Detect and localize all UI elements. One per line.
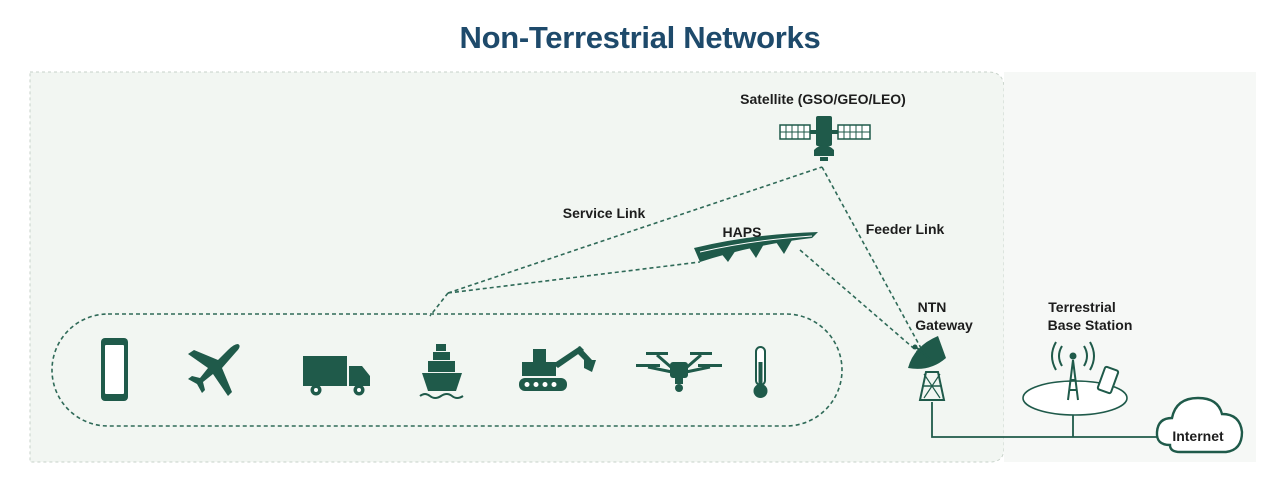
smartphone-icon bbox=[101, 338, 128, 401]
cloud-icon bbox=[1155, 396, 1244, 454]
haps-icon bbox=[694, 232, 818, 262]
feeder-link-label: Feeder Link bbox=[866, 221, 945, 237]
terrestrial-label-line2: Base Station bbox=[1048, 317, 1133, 333]
service-link-line bbox=[447, 166, 823, 294]
ntn-gateway-label-line1: NTN bbox=[918, 299, 947, 315]
service-link-label: Service Link bbox=[563, 205, 646, 221]
satellite-icon bbox=[779, 116, 871, 161]
ship-icon bbox=[419, 344, 464, 399]
haps-label: HAPS bbox=[723, 224, 762, 240]
airplane-icon bbox=[188, 344, 240, 396]
page-title: Non-Terrestrial Networks bbox=[459, 20, 821, 55]
excavator-icon bbox=[519, 346, 596, 391]
terrestrial-label-line1: Terrestrial bbox=[1048, 299, 1115, 315]
satellite-label: Satellite (GSO/GEO/LEO) bbox=[740, 91, 906, 107]
thermometer-icon bbox=[753, 346, 768, 398]
device-link-stem bbox=[429, 292, 449, 317]
truck-icon bbox=[303, 356, 370, 396]
drone-icon bbox=[636, 352, 722, 392]
base-station-icon bbox=[1022, 341, 1128, 416]
gateway-internet-line bbox=[931, 402, 1168, 438]
haps-gateway-link-line bbox=[799, 249, 919, 353]
device-group-border bbox=[51, 313, 843, 427]
haps-user-link-line bbox=[447, 261, 701, 294]
satellite-dish-icon bbox=[908, 336, 946, 401]
ntn-gateway-label-line2: Gateway bbox=[915, 317, 973, 333]
internet-label: Internet bbox=[1172, 428, 1224, 444]
